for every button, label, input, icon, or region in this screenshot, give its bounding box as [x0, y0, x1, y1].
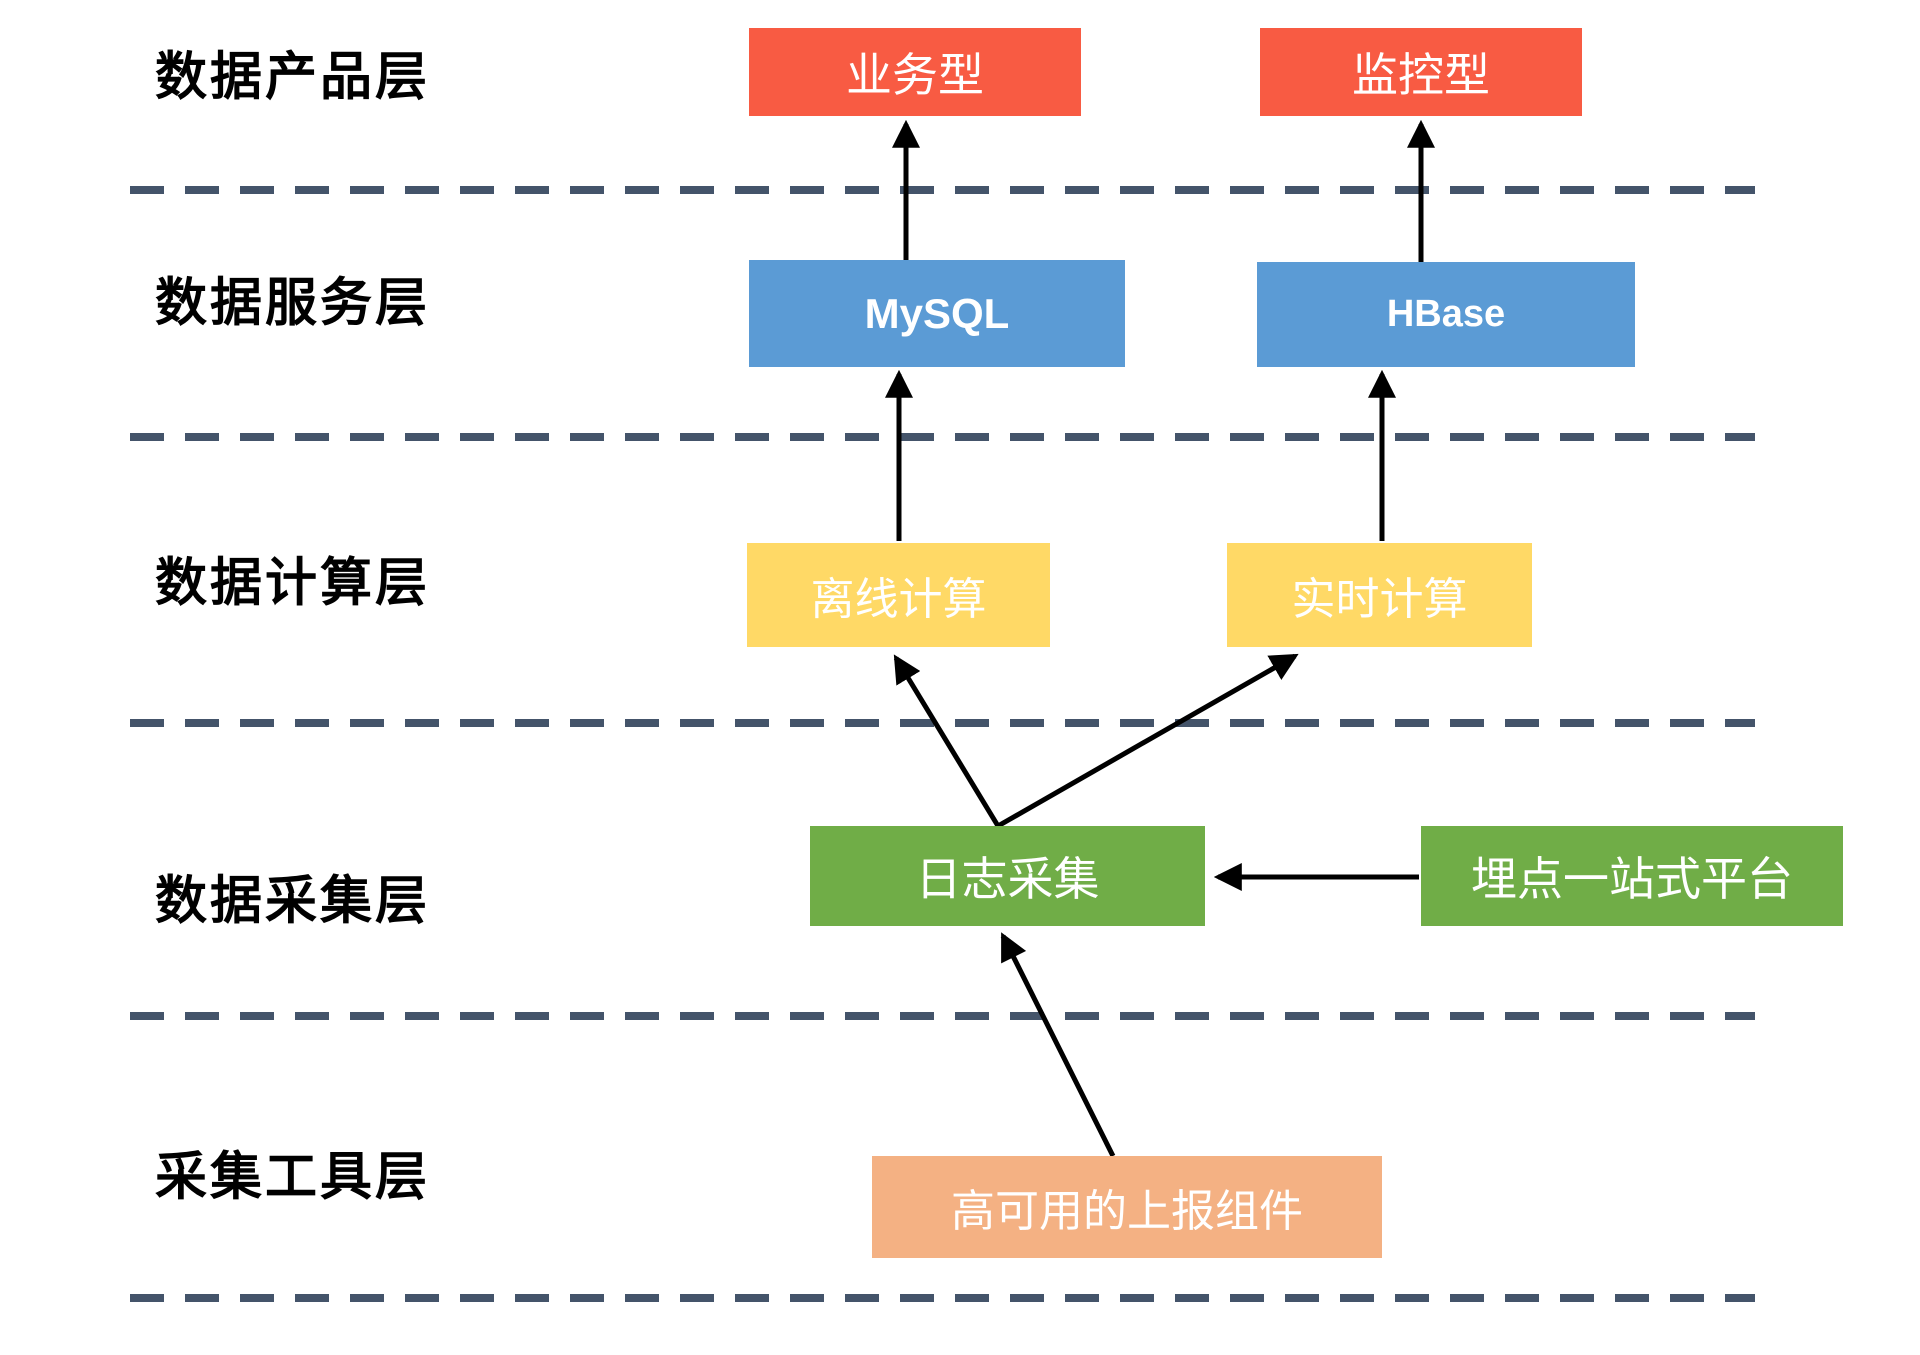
box-reporting-component: 高可用的上报组件	[872, 1156, 1382, 1258]
box-offline-compute: 离线计算	[747, 543, 1050, 647]
layer-label-data-compute-layer: 数据计算层	[155, 555, 431, 613]
arrow-log-to-realtime	[996, 653, 1299, 829]
layer-label-data-collect-layer: 数据采集层	[155, 873, 431, 931]
layer-label-data-product-layer: 数据产品层	[155, 49, 431, 107]
layer-label-collect-tool-layer: 采集工具层	[155, 1149, 431, 1207]
box-mysql: MySQL	[749, 260, 1125, 367]
box-hbase: HBase	[1257, 262, 1635, 367]
box-realtime-compute: 实时计算	[1227, 543, 1532, 647]
box-tracking-platform: 埋点一站式平台	[1421, 826, 1843, 926]
arrow-log-to-offline	[893, 654, 1001, 828]
layer-label-data-service-layer: 数据服务层	[155, 275, 431, 333]
flow-arrows	[885, 119, 1435, 1158]
arrow-reporter-to-log	[1000, 932, 1116, 1158]
box-log-collection: 日志采集	[810, 826, 1205, 926]
box-business-type: 业务型	[749, 28, 1081, 116]
box-monitor-type: 监控型	[1260, 28, 1582, 116]
